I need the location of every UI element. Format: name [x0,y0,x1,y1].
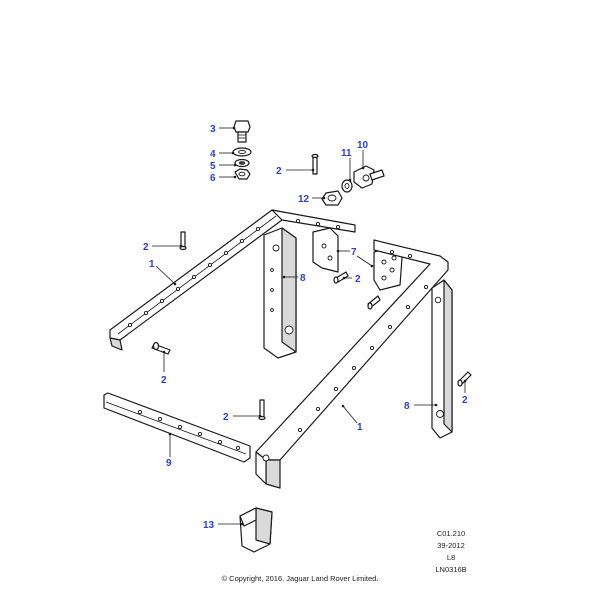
vertical-post-right[interactable] [431,279,453,439]
rivet-lower-middle[interactable] [258,399,266,421]
vertical-post-left[interactable] [263,227,297,359]
rivet-upper-left[interactable] [179,231,187,251]
callout-12: 12 [298,194,310,205]
spring-washer-part[interactable] [234,158,250,168]
callout-2-middle: 2 [355,274,361,285]
rail-left-holes [127,218,341,328]
callout-2-lower-middle: 2 [223,412,229,423]
bracket-10-part[interactable] [353,165,385,189]
rivet-middle[interactable] [333,271,349,284]
rivet-middle-right[interactable] [367,295,381,310]
callout-labels: 3 4 5 6 2 11 10 12 2 1 8 7 2 2 2 8 2 1 9… [143,124,468,531]
leader-lines [152,126,467,526]
longitudinal-rail-right[interactable] [255,239,449,489]
date-code: 39-2012 [437,541,465,550]
copyright-notice: © Copyright, 2016. Jaguar Land Rover Lim… [221,574,379,583]
end-cap-part[interactable] [239,507,273,553]
bolt-part[interactable] [233,120,251,143]
callout-1-left: 1 [149,259,155,270]
callout-2-lower-right: 2 [462,395,468,406]
callout-6: 6 [210,173,216,184]
rivet-lower-left[interactable] [151,341,171,355]
rail-right-holes [297,249,429,433]
callout-11: 11 [341,148,352,159]
model-code: L8 [446,553,456,562]
callout-3: 3 [210,124,216,135]
cross-member-rail[interactable] [103,392,251,463]
mounting-plate-left[interactable] [312,227,339,273]
bush-12-part[interactable] [321,190,343,206]
callout-8-right: 8 [404,401,410,412]
callout-2-top: 2 [276,166,282,177]
callout-8-left: 8 [300,273,306,284]
callout-7: 7 [351,247,357,258]
callout-2-upper-left: 2 [143,242,149,253]
callout-4: 4 [210,149,216,160]
section-code: C01.210 [436,529,466,538]
longitudinal-rail-left[interactable] [109,209,356,351]
callout-5: 5 [210,161,216,172]
spacer-11-part[interactable] [341,179,353,193]
callout-10: 10 [357,140,369,151]
callout-1-right: 1 [357,422,363,433]
nut-part[interactable] [234,168,251,180]
callout-9: 9 [166,458,172,469]
callout-2-lower-left: 2 [161,375,167,386]
rivet-lower-right[interactable] [457,371,472,387]
rivet-part[interactable] [311,153,319,175]
callout-13: 13 [203,520,215,531]
mounting-plate-right[interactable] [373,245,403,291]
drawing-number: LN0316B [435,565,467,574]
washer-part[interactable] [232,147,252,157]
